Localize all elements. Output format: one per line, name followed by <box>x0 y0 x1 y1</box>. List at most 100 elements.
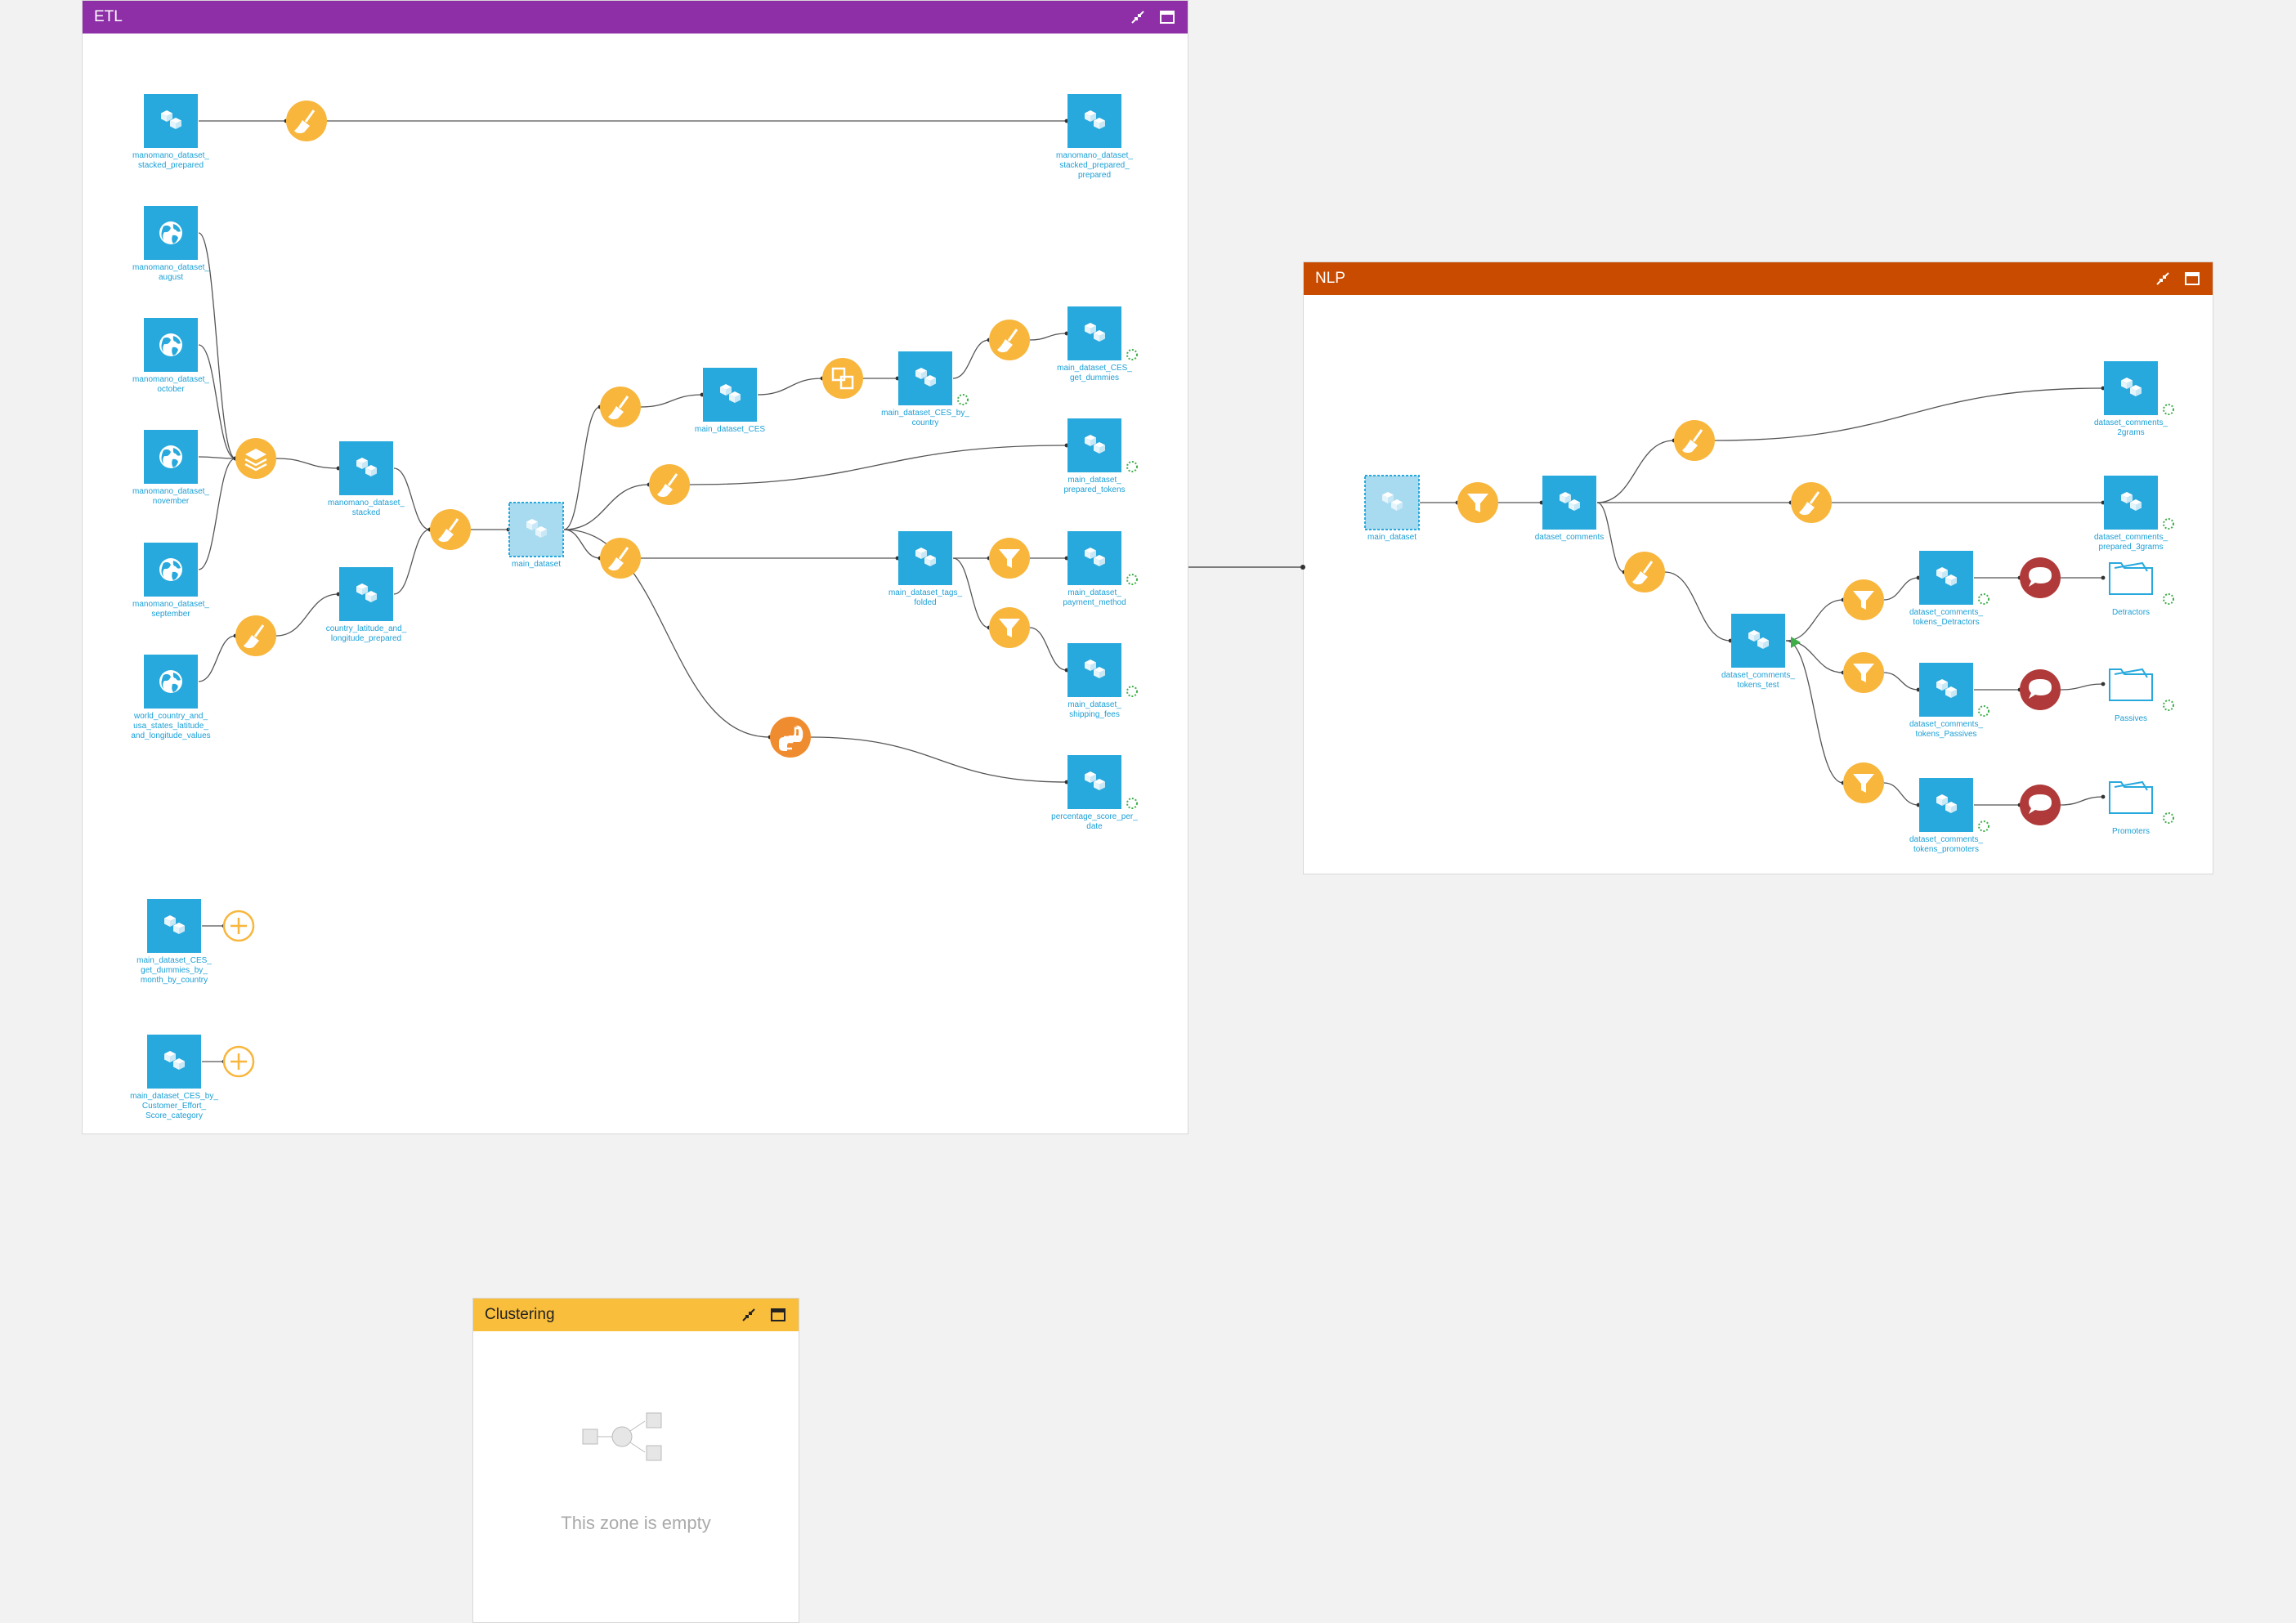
build-status-icon <box>1126 574 1138 585</box>
flow-link <box>689 445 1067 485</box>
dataset-node-tokens_detractors[interactable]: dataset_comments_tokens_Detractors <box>1909 551 1989 627</box>
zone-clustering[interactable]: Clustering This zone is empty <box>472 1298 799 1623</box>
dataset-node-prepared_tokens[interactable]: main_dataset_prepared_tokens <box>1063 418 1138 494</box>
dataset-node-dataset_comments[interactable]: dataset_comments <box>1535 476 1605 542</box>
dataset-node-main_dataset_ces[interactable]: main_dataset_CES <box>695 368 765 434</box>
dataset-node-main_dataset[interactable]: main_dataset <box>1364 475 1420 542</box>
filter-recipe-icon[interactable] <box>1843 652 1884 693</box>
flow-link <box>198 458 236 570</box>
dataset-node-stacked_prepared[interactable]: manomano_dataset_stacked_prepared <box>132 94 209 170</box>
zone-nlp-header[interactable]: NLP <box>1304 262 2213 295</box>
build-status-icon <box>1978 820 1989 832</box>
build-status-icon <box>2163 700 2174 711</box>
dataset-node-ces_get_dummies[interactable]: main_dataset_CES_get_dummies <box>1057 306 1138 382</box>
flow-link <box>1883 577 1919 601</box>
plus-recipe-icon[interactable] <box>222 910 255 942</box>
dataset-node-payment_method[interactable]: main_dataset_payment_method <box>1063 531 1138 607</box>
plus-recipe-icon[interactable] <box>222 1045 255 1078</box>
prepare-recipe-icon[interactable] <box>1791 482 1832 523</box>
prepare-recipe-icon[interactable] <box>286 101 327 141</box>
python-recipe-icon[interactable] <box>770 717 811 758</box>
flow-link <box>1714 387 2104 441</box>
dataset-node-detractors[interactable]: Detractors <box>2109 561 2174 617</box>
dataset-label: prepared_tokens <box>1063 485 1125 494</box>
maximize-icon[interactable] <box>1158 8 1176 26</box>
dataset-label: main_dataset_ <box>1067 700 1121 709</box>
dataset-node-dummies_by_month[interactable]: main_dataset_CES_get_dummies_by_month_by… <box>137 899 212 985</box>
build-status-icon <box>1126 349 1138 360</box>
dataset-label: Score_category <box>145 1111 203 1120</box>
filter-recipe-icon[interactable] <box>989 538 1030 579</box>
zone-etl-header[interactable]: ETL <box>83 1 1188 34</box>
zone-nlp-canvas[interactable]: main_dataset dataset_comments dataset_comm… <box>1304 295 2213 874</box>
prepare-recipe-icon[interactable] <box>1674 420 1715 461</box>
nlp-recipe-icon[interactable] <box>2020 785 2061 825</box>
dataset-label: tokens_promoters <box>1913 845 1979 854</box>
dataset-node-tokens_passives[interactable]: dataset_comments_tokens_Passives <box>1909 663 1989 739</box>
dataset-node-percentage_score[interactable]: percentage_score_per_date <box>1051 755 1138 831</box>
collapse-icon[interactable] <box>1129 8 1147 26</box>
flow-link <box>563 529 771 738</box>
prepare-recipe-icon[interactable] <box>1624 552 1665 592</box>
dataset-node-november[interactable]: manomano_dataset_november <box>132 430 209 506</box>
dataset-node-tokens_promoters[interactable]: dataset_comments_tokens_promoters <box>1909 778 1989 854</box>
nlp-flow-graph: main_dataset dataset_comments dataset_comm… <box>1364 361 2174 854</box>
dataset-node-promoters[interactable]: Promoters <box>2109 780 2174 836</box>
dataset-node-ces_by_country[interactable]: main_dataset_CES_by_country <box>881 351 969 427</box>
flow-link <box>1883 672 1919 691</box>
maximize-icon[interactable] <box>2183 270 2201 288</box>
dataset-node-passives[interactable]: Passives <box>2109 668 2174 723</box>
prepare-recipe-icon[interactable] <box>600 387 641 427</box>
filter-recipe-icon[interactable] <box>1843 579 1884 620</box>
dataset-node-comments_prepared_3grams[interactable]: dataset_comments_prepared_3grams <box>2094 476 2174 552</box>
dataset-node-comments_2grams[interactable]: dataset_comments_2grams <box>2094 361 2174 437</box>
prepare-recipe-icon[interactable] <box>989 320 1030 360</box>
dataset-node-ces_by_effort[interactable]: main_dataset_CES_by_Customer_Effort_Scor… <box>130 1035 218 1120</box>
collapse-icon[interactable] <box>2154 270 2172 288</box>
dataset-node-stacked[interactable]: manomano_dataset_stacked <box>328 441 405 517</box>
etl-flow-graph: manomano_dataset_stacked_preparedmanoman… <box>130 94 1138 1120</box>
dataset-label: percentage_score_per_ <box>1051 812 1138 821</box>
maximize-icon[interactable] <box>769 1306 787 1324</box>
dataset-label: country_latitude_and_ <box>326 624 407 633</box>
dataset-node-main_dataset[interactable]: main_dataset <box>508 502 564 569</box>
filter-recipe-icon[interactable] <box>989 607 1030 648</box>
nlp-recipe-icon[interactable] <box>2020 557 2061 598</box>
dataset-node-september[interactable]: manomano_dataset_september <box>132 543 209 619</box>
dataset-node-august[interactable]: manomano_dataset_august <box>132 206 209 282</box>
dataset-label: manomano_dataset_ <box>132 600 209 609</box>
flow-link <box>393 529 431 595</box>
collapse-icon[interactable] <box>740 1306 758 1324</box>
prepare-recipe-icon[interactable] <box>649 464 690 505</box>
group-recipe-icon[interactable] <box>822 358 863 399</box>
dataset-node-country_lat[interactable]: country_latitude_and_longitude_prepared <box>326 567 407 643</box>
dataset-label: Promoters <box>2112 827 2150 836</box>
prepare-recipe-icon[interactable] <box>430 509 471 550</box>
build-status-icon <box>1978 593 1989 605</box>
nlp-recipe-icon[interactable] <box>2020 669 2061 710</box>
zone-nlp[interactable]: NLP main_dataset dataset_comments dataset_… <box>1303 262 2213 874</box>
run-marker-icon[interactable] <box>1791 637 1801 648</box>
zone-clustering-header[interactable]: Clustering <box>473 1299 799 1331</box>
flow-link <box>198 456 236 459</box>
dataset-node-october[interactable]: manomano_dataset_october <box>132 318 209 394</box>
dataset-node-shipping_fees[interactable]: main_dataset_shipping_fees <box>1067 643 1138 719</box>
stack-recipe-icon[interactable] <box>235 438 276 479</box>
dataset-node-tags_folded[interactable]: main_dataset_tags_folded <box>888 531 963 607</box>
prepare-recipe-icon[interactable] <box>235 615 276 656</box>
dataset-node-tokens_test[interactable]: dataset_comments_tokens_test <box>1721 614 1795 690</box>
flow-link <box>757 378 823 396</box>
dataset-node-stacked_prepared_prepared[interactable]: manomano_dataset_stacked_prepared_prepar… <box>1056 94 1133 180</box>
prepare-recipe-icon[interactable] <box>600 538 641 579</box>
dataset-label: dataset_comments_ <box>2094 533 2168 542</box>
flow-link <box>952 557 990 628</box>
filter-recipe-icon[interactable] <box>1457 482 1498 523</box>
dataset-label: dataset_comments_ <box>1909 720 1983 729</box>
dataset-node-world[interactable]: world_country_and_usa_states_latitude_an… <box>131 655 211 740</box>
dataset-label: manomano_dataset_ <box>132 375 209 384</box>
filter-recipe-icon[interactable] <box>1843 762 1884 803</box>
dataset-label: main_dataset_ <box>1067 476 1121 485</box>
